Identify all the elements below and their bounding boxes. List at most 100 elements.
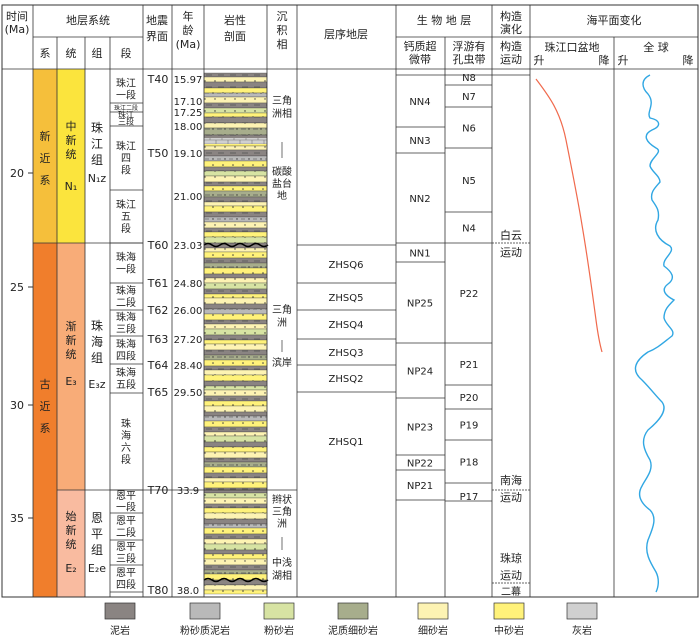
foram-zone-label: P22	[460, 289, 479, 300]
sequence-header: 层序地层	[324, 27, 368, 41]
member-label: 恩平	[116, 490, 136, 502]
formation-label: 组	[91, 543, 103, 557]
lithology-bed	[203, 127, 268, 136]
legend-label: 粉砂岩	[264, 624, 294, 637]
lithology-bed	[203, 328, 268, 336]
lithology-bed	[203, 122, 268, 129]
age-label: 17.10	[174, 97, 203, 108]
lithology-bed	[203, 558, 268, 566]
facies-label: 中浅	[272, 556, 292, 569]
formation-code: N₁z	[88, 172, 107, 185]
lithology-bed	[203, 369, 268, 376]
member-label: 四段	[116, 350, 136, 363]
time-tick: 25	[10, 281, 24, 294]
legend-swatch	[337, 602, 369, 620]
member-label: 五段	[116, 378, 136, 391]
member-label: 珠海	[116, 366, 136, 379]
member-label: 三段	[118, 117, 134, 127]
facies-label: 湖相	[272, 569, 292, 582]
seismic-horizon-label: T60	[147, 239, 169, 252]
age-header-2: 龄	[183, 23, 194, 37]
lithology-bed	[203, 293, 268, 299]
facies-label: 洲	[277, 317, 287, 329]
lithology-bed	[203, 527, 268, 535]
tong-header: 统	[66, 47, 77, 60]
lithology-bed	[203, 523, 268, 529]
lithology-bed	[203, 512, 268, 520]
lith-header-2: 剖面	[224, 29, 246, 43]
age-label: 21.00	[174, 192, 203, 203]
foram-zone-label: P19	[460, 421, 479, 432]
series-code: E₃	[65, 375, 76, 388]
foram-zone-label: N6	[462, 124, 476, 135]
lithology-bed	[203, 221, 268, 229]
foram-zone-label: P20	[460, 393, 479, 404]
pearl-rise: 升	[534, 54, 545, 67]
oligocene-fill	[57, 243, 85, 490]
facies-label: 滨岸	[272, 356, 292, 369]
lithology-bed	[203, 385, 268, 391]
seismic-horizon-label: T70	[147, 484, 169, 497]
lithology-bed	[203, 160, 268, 168]
lithology-bed	[203, 166, 268, 172]
global-header: 全 球	[643, 40, 669, 54]
formation-label: 珠	[91, 319, 103, 333]
series-label: 新	[66, 133, 77, 147]
sequence-label: ZHSQ6	[329, 260, 364, 271]
lithology-bed	[203, 72, 268, 78]
member-label: 珠	[121, 417, 131, 430]
lithology-bed	[203, 297, 268, 305]
formation-label: 珠	[91, 121, 103, 135]
member-label: 珠海	[116, 338, 136, 351]
lithology-bed	[203, 400, 268, 407]
lithology-bed	[203, 461, 268, 468]
nanno-zone-label: NP24	[407, 367, 433, 378]
sequence-label: ZHSQ4	[329, 320, 364, 331]
legend-label: 中砂岩	[494, 624, 524, 637]
series-label: 统	[66, 348, 77, 361]
lithology-bed	[203, 497, 268, 505]
member-label: 六	[121, 442, 131, 454]
vertical-labels: 新近系古近系中新统N₁渐新统E₃始新统E₂珠江组N₁z珠海组E₃z恩平组E₂e珠…	[40, 77, 139, 591]
lithology-bed	[203, 107, 268, 114]
facies-label: 辫状	[272, 493, 292, 506]
age-label: 23.03	[174, 241, 203, 252]
time-tick: 35	[10, 512, 24, 525]
age-label: 29.50	[174, 388, 203, 399]
lithology-bed	[203, 185, 268, 192]
lithology-bed	[203, 503, 268, 509]
member-label: 恩平	[116, 567, 136, 579]
system-label: 古	[40, 378, 51, 391]
tectonic-sub: 构造	[500, 39, 522, 53]
seismic-horizon-label: T61	[147, 277, 169, 290]
lithology-bed	[203, 251, 268, 259]
member-label: 一段	[116, 89, 136, 102]
sequence-label: ZHSQ2	[329, 374, 364, 385]
age-label: 26.00	[174, 306, 203, 317]
formation-label: 组	[91, 351, 103, 365]
lithology-bed	[203, 227, 268, 233]
lithology-bed	[203, 359, 268, 367]
series-label: 新	[66, 333, 77, 347]
facies-label: 地	[277, 189, 287, 202]
lithology-bed	[203, 87, 268, 94]
legend-label: 细砂岩	[418, 624, 448, 637]
lithology-bed	[203, 196, 268, 203]
age-unit: (Ma)	[176, 38, 201, 51]
lithology-bed	[203, 420, 268, 428]
member-label: 珠江	[116, 140, 136, 153]
nanno-header: 钙质超	[404, 39, 437, 53]
seismic-header-2: 界面	[146, 30, 168, 43]
unconformity	[203, 242, 269, 248]
tectonic-event: 运动	[500, 491, 522, 504]
system-label: 系	[40, 174, 51, 187]
lithology-bed	[203, 426, 268, 433]
lithology-bed	[203, 472, 268, 479]
lithology-bed	[203, 518, 268, 525]
member-label: 珠江	[116, 77, 136, 90]
formation-label: 平	[91, 527, 103, 541]
seismic-horizon-label: T50	[147, 147, 169, 160]
facies-label: 盐台	[272, 177, 292, 190]
age-label: 24.80	[174, 279, 203, 290]
lithology-bed	[203, 267, 268, 275]
